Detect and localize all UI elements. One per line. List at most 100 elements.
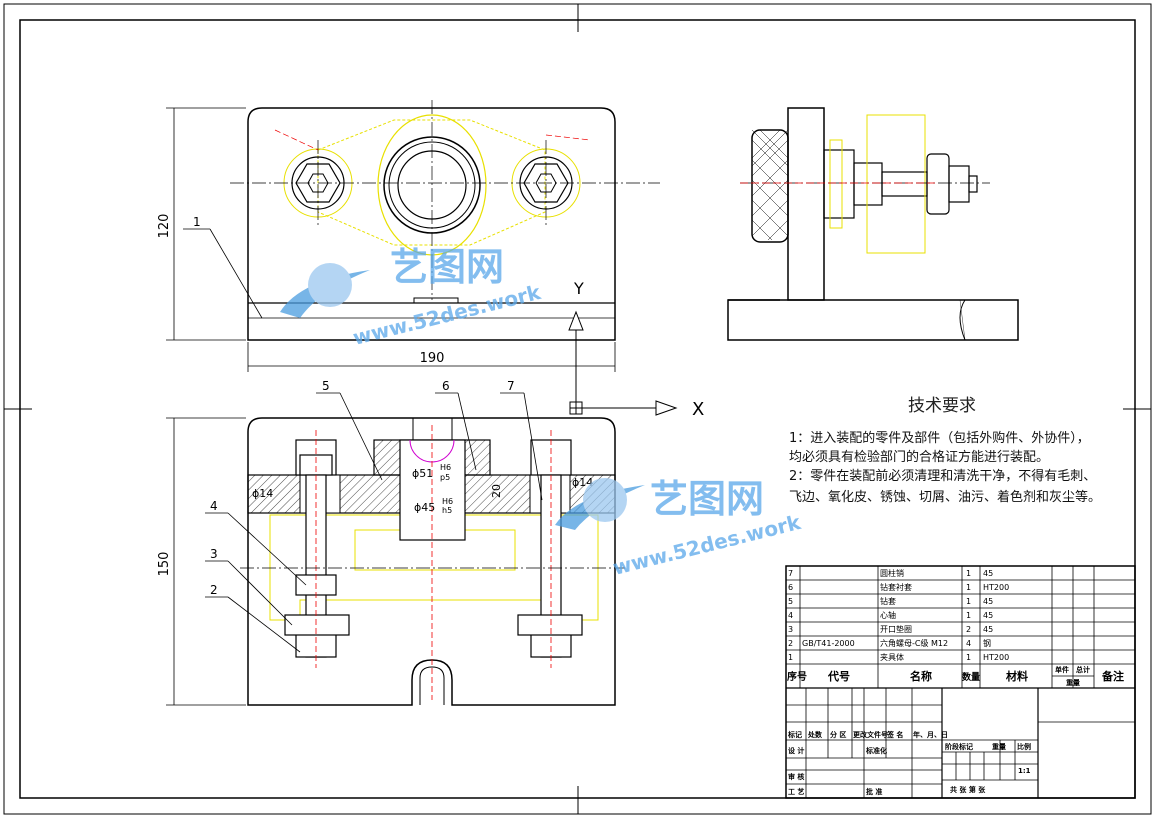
leader-label-4: 4 [210, 499, 218, 513]
title-block-lines [785, 565, 1136, 799]
fit-mid: ϕ51 [412, 467, 433, 480]
bom-row-qty: 1 [966, 653, 971, 662]
bom-row-no: 6 [788, 583, 793, 592]
bom-header: 序号 代号 名称 数量 材料 单件 总计 重量 备注 [787, 665, 1124, 687]
bom-header-total: 总计 [1076, 665, 1090, 674]
tb-zone: 分 区 [830, 730, 846, 739]
bom-row-name: 钻套 [880, 596, 896, 606]
bom-row-qty: 1 [966, 583, 971, 592]
tb-doc: 更改文件号 [853, 730, 888, 739]
bom-row-name: 钻套衬套 [880, 582, 912, 592]
leader-1 [183, 228, 263, 319]
fit-mid-tol: H6 [440, 463, 451, 472]
bom-row-material: 45 [983, 611, 993, 620]
tb-approve: 批 准 [866, 787, 882, 796]
tb-count: 处数 [807, 730, 823, 739]
leader-label-5: 5 [322, 379, 330, 393]
center-marks [4, 4, 1151, 814]
bom-row-material: HT200 [983, 653, 1009, 662]
bom-row-no: 7 [788, 569, 793, 578]
fit-side: 20 [490, 484, 503, 498]
xy-axes [568, 310, 678, 416]
tb-design: 设 计 [788, 746, 804, 755]
side-view-yellow [829, 114, 926, 254]
bom-header-qty: 数量 [962, 671, 980, 683]
tech-requirement-line: 2：零件在装配前必须清理和清洗干净，不得有毛刺、 [789, 469, 1097, 484]
side-view [727, 107, 1019, 341]
tb-weight: 重量 [992, 742, 1006, 751]
bom-row-name: 六角螺母-C级 M12 [880, 638, 948, 648]
tb-review: 审 核 [788, 772, 804, 781]
bom-header-weight: 重量 [1066, 678, 1080, 687]
bom-row-no: 5 [788, 597, 793, 606]
bom-row-no: 1 [788, 653, 793, 662]
watermark-logo-mid: 艺图网 www.52des.work [555, 477, 804, 580]
bom-row-no: 3 [788, 625, 793, 634]
bom-row-name: 夹具体 [880, 652, 904, 662]
dim-text-120: 120 [157, 214, 172, 239]
bom-row-qty: 4 [966, 639, 971, 648]
watermark-brand: 艺图网 [390, 245, 504, 289]
leader-label-1: 1 [193, 215, 201, 229]
tb-sign: 签 名 [886, 730, 903, 739]
fit-right: ϕ14 [572, 476, 593, 489]
leader-label-7: 7 [507, 379, 515, 393]
tech-requirement-line: 均必须具有检验部门的合格证方能进行装配。 [789, 450, 1050, 465]
bom-row-material: 45 [983, 569, 993, 578]
bom-row-material: 45 [983, 597, 993, 606]
bom-header-unit: 单件 [1055, 665, 1069, 674]
bom-row-material: 45 [983, 625, 993, 634]
bom-row-no: 2 [788, 639, 793, 648]
dim-width-190 [247, 342, 616, 372]
bom-row-code: GB/T41-2000 [802, 639, 855, 648]
tb-date: 年、月、日 [913, 730, 948, 739]
fit-left: ϕ14 [252, 487, 273, 500]
leader-label-2: 2 [210, 583, 218, 597]
bom-header-code: 代号 [827, 669, 850, 683]
fit-mid-tol2: p5 [440, 473, 450, 482]
outer-border [3, 3, 1152, 815]
tb-mark: 标记 [787, 730, 802, 739]
leader-label-3: 3 [210, 547, 218, 561]
leader-label-6: 6 [442, 379, 450, 393]
bom-row-name: 圆柱销 [880, 568, 904, 578]
tb-standard: 标准化 [865, 746, 887, 755]
fit-bore-tol: H6 [442, 497, 453, 506]
leader-lines [205, 392, 543, 653]
bom-row-qty: 1 [966, 597, 971, 606]
bom-row-qty: 1 [966, 611, 971, 620]
bom-row-name: 开口垫圈 [880, 624, 912, 634]
bom-row-material: 钢 [983, 638, 991, 648]
bom-header-no: 序号 [787, 670, 807, 683]
tech-requirement-line: 1：进入装配的零件及部件（包括外购件、外协件）， [789, 431, 1090, 446]
front-view [240, 417, 625, 706]
watermark-brand-2: 艺图网 [650, 477, 764, 521]
watermark-logo-top: 艺图网 www.52des.work [280, 245, 544, 350]
bom-row-name: 心轴 [880, 610, 896, 620]
dim-height-120 [166, 107, 246, 341]
dim-text-150: 150 [157, 552, 172, 577]
bom-header-material: 材料 [1006, 669, 1028, 683]
tech-requirement-line: 飞边、氧化皮、锈蚀、切屑、油污、着色剂和灰尘等。 [789, 490, 1102, 505]
tb-process: 工 艺 [788, 787, 804, 796]
bom-row-no: 4 [788, 611, 793, 620]
bom-row-material: HT200 [983, 583, 1009, 592]
axis-y-label: Y [573, 279, 584, 298]
top-view [230, 100, 660, 341]
fit-bore: ϕ45 [414, 501, 435, 514]
tech-requirements-title: 技术要求 [908, 396, 976, 416]
bom-header-name: 名称 [910, 669, 932, 683]
tb-scale-label: 比例 [1017, 742, 1031, 751]
bom-table: 7 圆柱销 1 45 6 钻套衬套 1 HT200 5 钻套 1 45 4 心轴… [788, 568, 1009, 662]
tb-stage: 阶段标记 [945, 742, 973, 751]
fit-bore-tol2: h5 [442, 506, 452, 515]
tb-scale: 1:1 [1018, 767, 1031, 775]
tb-sheets: 共 张 第 张 [950, 785, 986, 794]
bom-header-remark: 备注 [1101, 669, 1124, 683]
bom-row-qty: 1 [966, 569, 971, 578]
title-block-text: 标记 处数 分 区 更改文件号 签 名 年、月、日 设 计 标准化 阶段标记 重… [787, 730, 1031, 796]
bom-row-qty: 2 [966, 625, 971, 634]
dim-text-190: 190 [420, 351, 445, 366]
dim-height-150 [166, 417, 246, 706]
